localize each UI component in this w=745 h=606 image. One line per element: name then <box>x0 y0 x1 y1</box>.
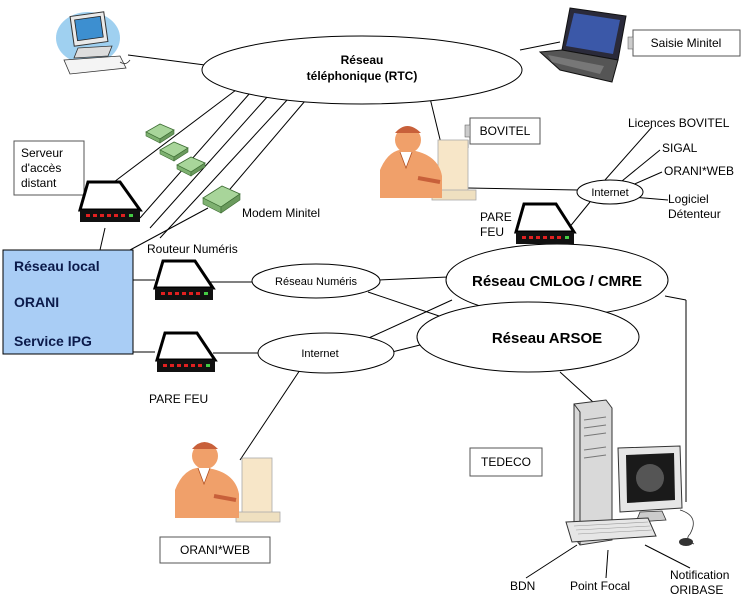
link-rtc-laptop <box>519 41 561 51</box>
link-rtc-modem-2 <box>149 95 269 229</box>
box-saisie-minitel-label: Saisie Minitel <box>651 36 722 50</box>
box-bovitel-label: BOVITEL <box>480 124 531 138</box>
link-rtc-server <box>109 89 237 186</box>
link-cmlog-edge <box>664 295 687 301</box>
cloud-internet-left: Internet <box>257 332 395 374</box>
local-network-label-1: Réseau local <box>14 258 100 274</box>
link-bovitel-internet <box>467 187 579 191</box>
label-routeur-numeris: Routeur Numéris <box>147 242 238 256</box>
router-icon <box>152 259 216 300</box>
cloud-rtc-label-1: Réseau <box>341 53 384 67</box>
link-rtc-modem-4 <box>224 100 306 196</box>
cloud-rtc: Réseau téléphonique (RTC) <box>201 35 523 105</box>
link-tower-pointfocal <box>605 549 609 579</box>
box-tedeco: TEDECO <box>469 447 543 477</box>
local-network-box: Réseau local ORANI Service IPG <box>2 249 134 355</box>
label-pare-feu-right-1: PARE <box>480 210 512 224</box>
label-oraniweb-right: ORANI*WEB <box>664 164 734 178</box>
link-internet-person <box>239 369 301 461</box>
link-internet-arsoe <box>391 344 421 353</box>
cloud-internet-right: Internet <box>576 179 644 205</box>
laptop-icon <box>538 7 627 83</box>
box-oraniweb-bottom-label: ORANI*WEB <box>180 543 250 557</box>
desktop-computer-icon <box>56 11 131 75</box>
label-modem-minitel: Modem Minitel <box>242 206 320 220</box>
cloud-numeris: Réseau Numéris <box>251 263 381 299</box>
box-serveur-acces: Serveur d'accès distant <box>13 140 85 196</box>
link-tower-notification <box>644 544 691 569</box>
box-tedeco-label: TEDECO <box>481 455 531 469</box>
person-at-computer-icon <box>175 442 281 523</box>
label-pare-feu-left: PARE FEU <box>149 392 208 406</box>
connection-lines <box>99 41 691 579</box>
label-sigal: SIGAL <box>662 141 698 155</box>
link-internet-oraniweb <box>629 171 663 187</box>
link-modem-local <box>129 207 209 251</box>
box-saisie-minitel: Saisie Minitel <box>627 29 741 57</box>
link-rtc-modem-1 <box>139 92 251 219</box>
cloud-internet-left-label: Internet <box>301 348 338 360</box>
label-logiciel-1: Logiciel <box>668 192 709 206</box>
box-oraniweb-bottom: ORANI*WEB <box>159 536 271 564</box>
free-labels: Modem Minitel Routeur Numéris PARE FEU P… <box>147 116 734 597</box>
label-point-focal: Point Focal <box>570 579 630 593</box>
link-numeris-cmlog <box>377 276 449 281</box>
server-tower-icon <box>565 399 695 546</box>
modem-icon <box>159 141 189 162</box>
local-network-label-3: Service IPG <box>14 333 92 349</box>
router-icon <box>154 331 218 372</box>
link-rtc-modem-3 <box>159 98 289 239</box>
label-logiciel-2: Détenteur <box>668 207 721 221</box>
modem-icon <box>145 123 175 144</box>
person-at-computer-icon <box>380 126 477 201</box>
local-network-background <box>2 249 134 355</box>
link-internet-licences <box>604 126 653 181</box>
link-numeris-arsoe <box>367 291 446 319</box>
label-licences-bovitel: Licences BOVITEL <box>628 116 730 130</box>
modem-icon <box>176 156 206 177</box>
box-serveur-label-1: Serveur <box>21 146 63 160</box>
cloud-rtc-label-2: téléphonique (RTC) <box>307 69 418 83</box>
cloud-arsoe: Réseau ARSOE <box>416 301 640 373</box>
cloud-cmlog-label: Réseau CMLOG / CMRE <box>472 273 642 290</box>
link-internet-sigal <box>621 149 661 182</box>
link-arsoe-tower <box>559 371 594 403</box>
cloud-numeris-label: Réseau Numéris <box>275 276 357 288</box>
router-icon <box>514 202 577 244</box>
box-serveur-label-3: distant <box>21 176 57 190</box>
label-notification-1: Notification <box>670 568 729 582</box>
box-bovitel: BOVITEL <box>464 117 541 145</box>
link-tower-bdn <box>525 544 578 579</box>
link-server-local <box>99 227 106 251</box>
cloud-arsoe-label: Réseau ARSOE <box>492 330 602 347</box>
label-bdn: BDN <box>510 579 535 593</box>
modem-icon <box>202 185 241 214</box>
local-network-label-2: ORANI <box>14 294 59 310</box>
router-icon <box>78 180 143 222</box>
label-notification-2: ORIBASE <box>670 583 723 597</box>
cloud-internet-right-label: Internet <box>591 187 628 199</box>
link-internet-cmlog <box>359 299 453 343</box>
box-serveur-label-2: d'accès <box>21 161 61 175</box>
label-pare-feu-right-2: FEU <box>480 225 504 239</box>
